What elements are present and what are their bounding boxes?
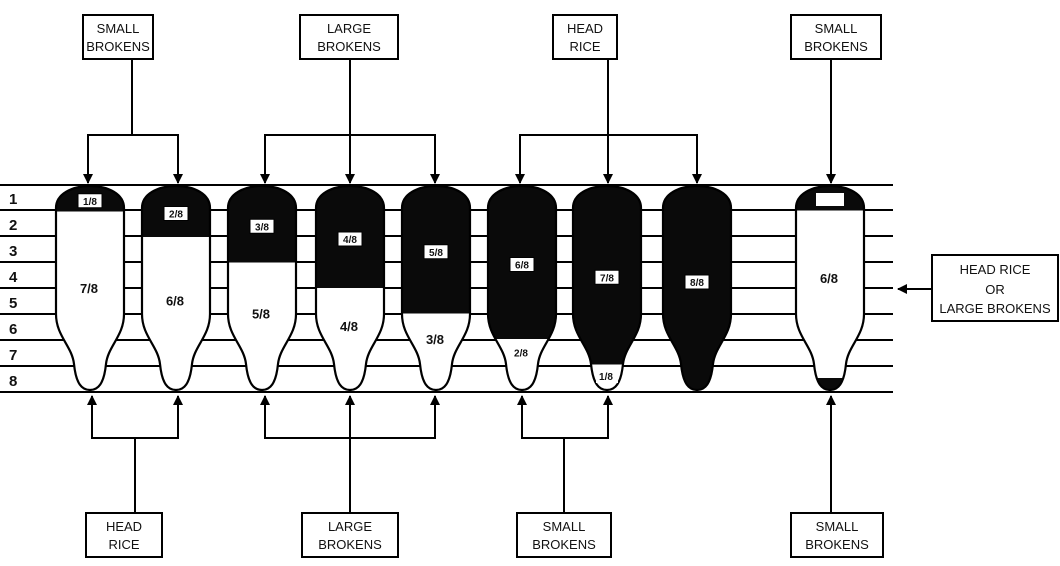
fraction-upper: 4/8 [343,235,357,246]
bottom-label-4-line1: SMALL [816,519,859,534]
row-number: 1 [9,191,17,208]
fraction-upper: 6/8 [515,261,529,272]
fraction-upper: 1/8 [83,197,97,208]
row-number: 3 [9,243,17,260]
fraction-lower: 1/8 [599,372,613,383]
top-label-3: HEAD RICE [553,15,617,59]
row-number: 4 [9,269,18,286]
top-label-2-line1: LARGE [327,21,371,36]
fraction-lower: 6/8 [166,294,184,309]
side-label: HEAD RICE OR LARGE BROKENS [932,255,1058,321]
top-label-3-line1: HEAD [567,21,603,36]
grain-white-notch [816,193,844,206]
side-label-line3: LARGE BROKENS [939,301,1051,316]
fraction-lower: 6/8 [820,271,838,286]
bottom-label-2-line2: BROKENS [318,537,382,552]
top-label-1-line2: BROKENS [86,39,150,54]
top-label-4: SMALL BROKENS [791,15,881,59]
bottom-label-3: SMALL BROKENS [517,513,611,557]
fraction-upper: 3/8 [255,222,269,233]
fraction-upper: 2/8 [169,210,183,221]
row-number: 2 [9,217,17,234]
bottom-label-4-line2: BROKENS [805,537,869,552]
top-label-1-line1: SMALL [97,21,140,36]
bottom-label-1: HEAD RICE [86,513,162,557]
fraction-upper: 5/8 [429,248,443,259]
side-label-line1: HEAD RICE [960,262,1031,277]
fraction-lower: 4/8 [340,319,358,334]
grain-6: 6/8 2/8 [472,184,572,390]
grain-body [796,186,864,390]
bracket-line [88,135,178,157]
top-label-4-line1: SMALL [815,21,858,36]
bottom-label-2-line1: LARGE [328,519,372,534]
grain-2: 2/8 6/8 [126,184,226,390]
grain-5: 5/8 3/8 [386,184,486,390]
top-label-2-line2: BROKENS [317,39,381,54]
grain-9: 6/8 [780,184,880,392]
bottom-label-3-line1: SMALL [543,519,586,534]
grain-4: 4/8 4/8 [300,184,400,390]
top-label-4-line2: BROKENS [804,39,868,54]
fraction-upper: 8/8 [690,278,704,289]
row-number: 7 [9,347,17,364]
top-label-3-line2: RICE [569,39,600,54]
bracket-line [92,416,178,438]
fraction-lower: 3/8 [426,332,444,347]
row-number: 5 [9,295,17,312]
row-number: 6 [9,321,17,338]
row-number: 8 [9,373,17,390]
bottom-label-3-line2: BROKENS [532,537,596,552]
bottom-label-2: LARGE BROKENS [302,513,398,557]
fraction-lower: 2/8 [514,349,528,360]
bracket-line [522,416,608,438]
bottom-label-4: SMALL BROKENS [791,513,883,557]
fraction-lower: 7/8 [80,281,98,296]
grain-1: 1/8 7/8 [40,184,140,390]
top-label-1: SMALL BROKENS [83,15,153,59]
row-numbers: 1 2 3 4 5 6 7 8 [9,191,18,390]
side-label-line2: OR [985,282,1005,297]
fraction-lower: 5/8 [252,306,270,321]
bottom-label-1-line1: HEAD [106,519,142,534]
grain-8: 8/8 [647,184,747,392]
grain-7: 7/8 1/8 [557,184,657,390]
fraction-upper: 7/8 [600,273,614,284]
grain-3: 3/8 5/8 [212,184,312,390]
bottom-label-1-line2: RICE [108,537,139,552]
top-label-2: LARGE BROKENS [300,15,398,59]
